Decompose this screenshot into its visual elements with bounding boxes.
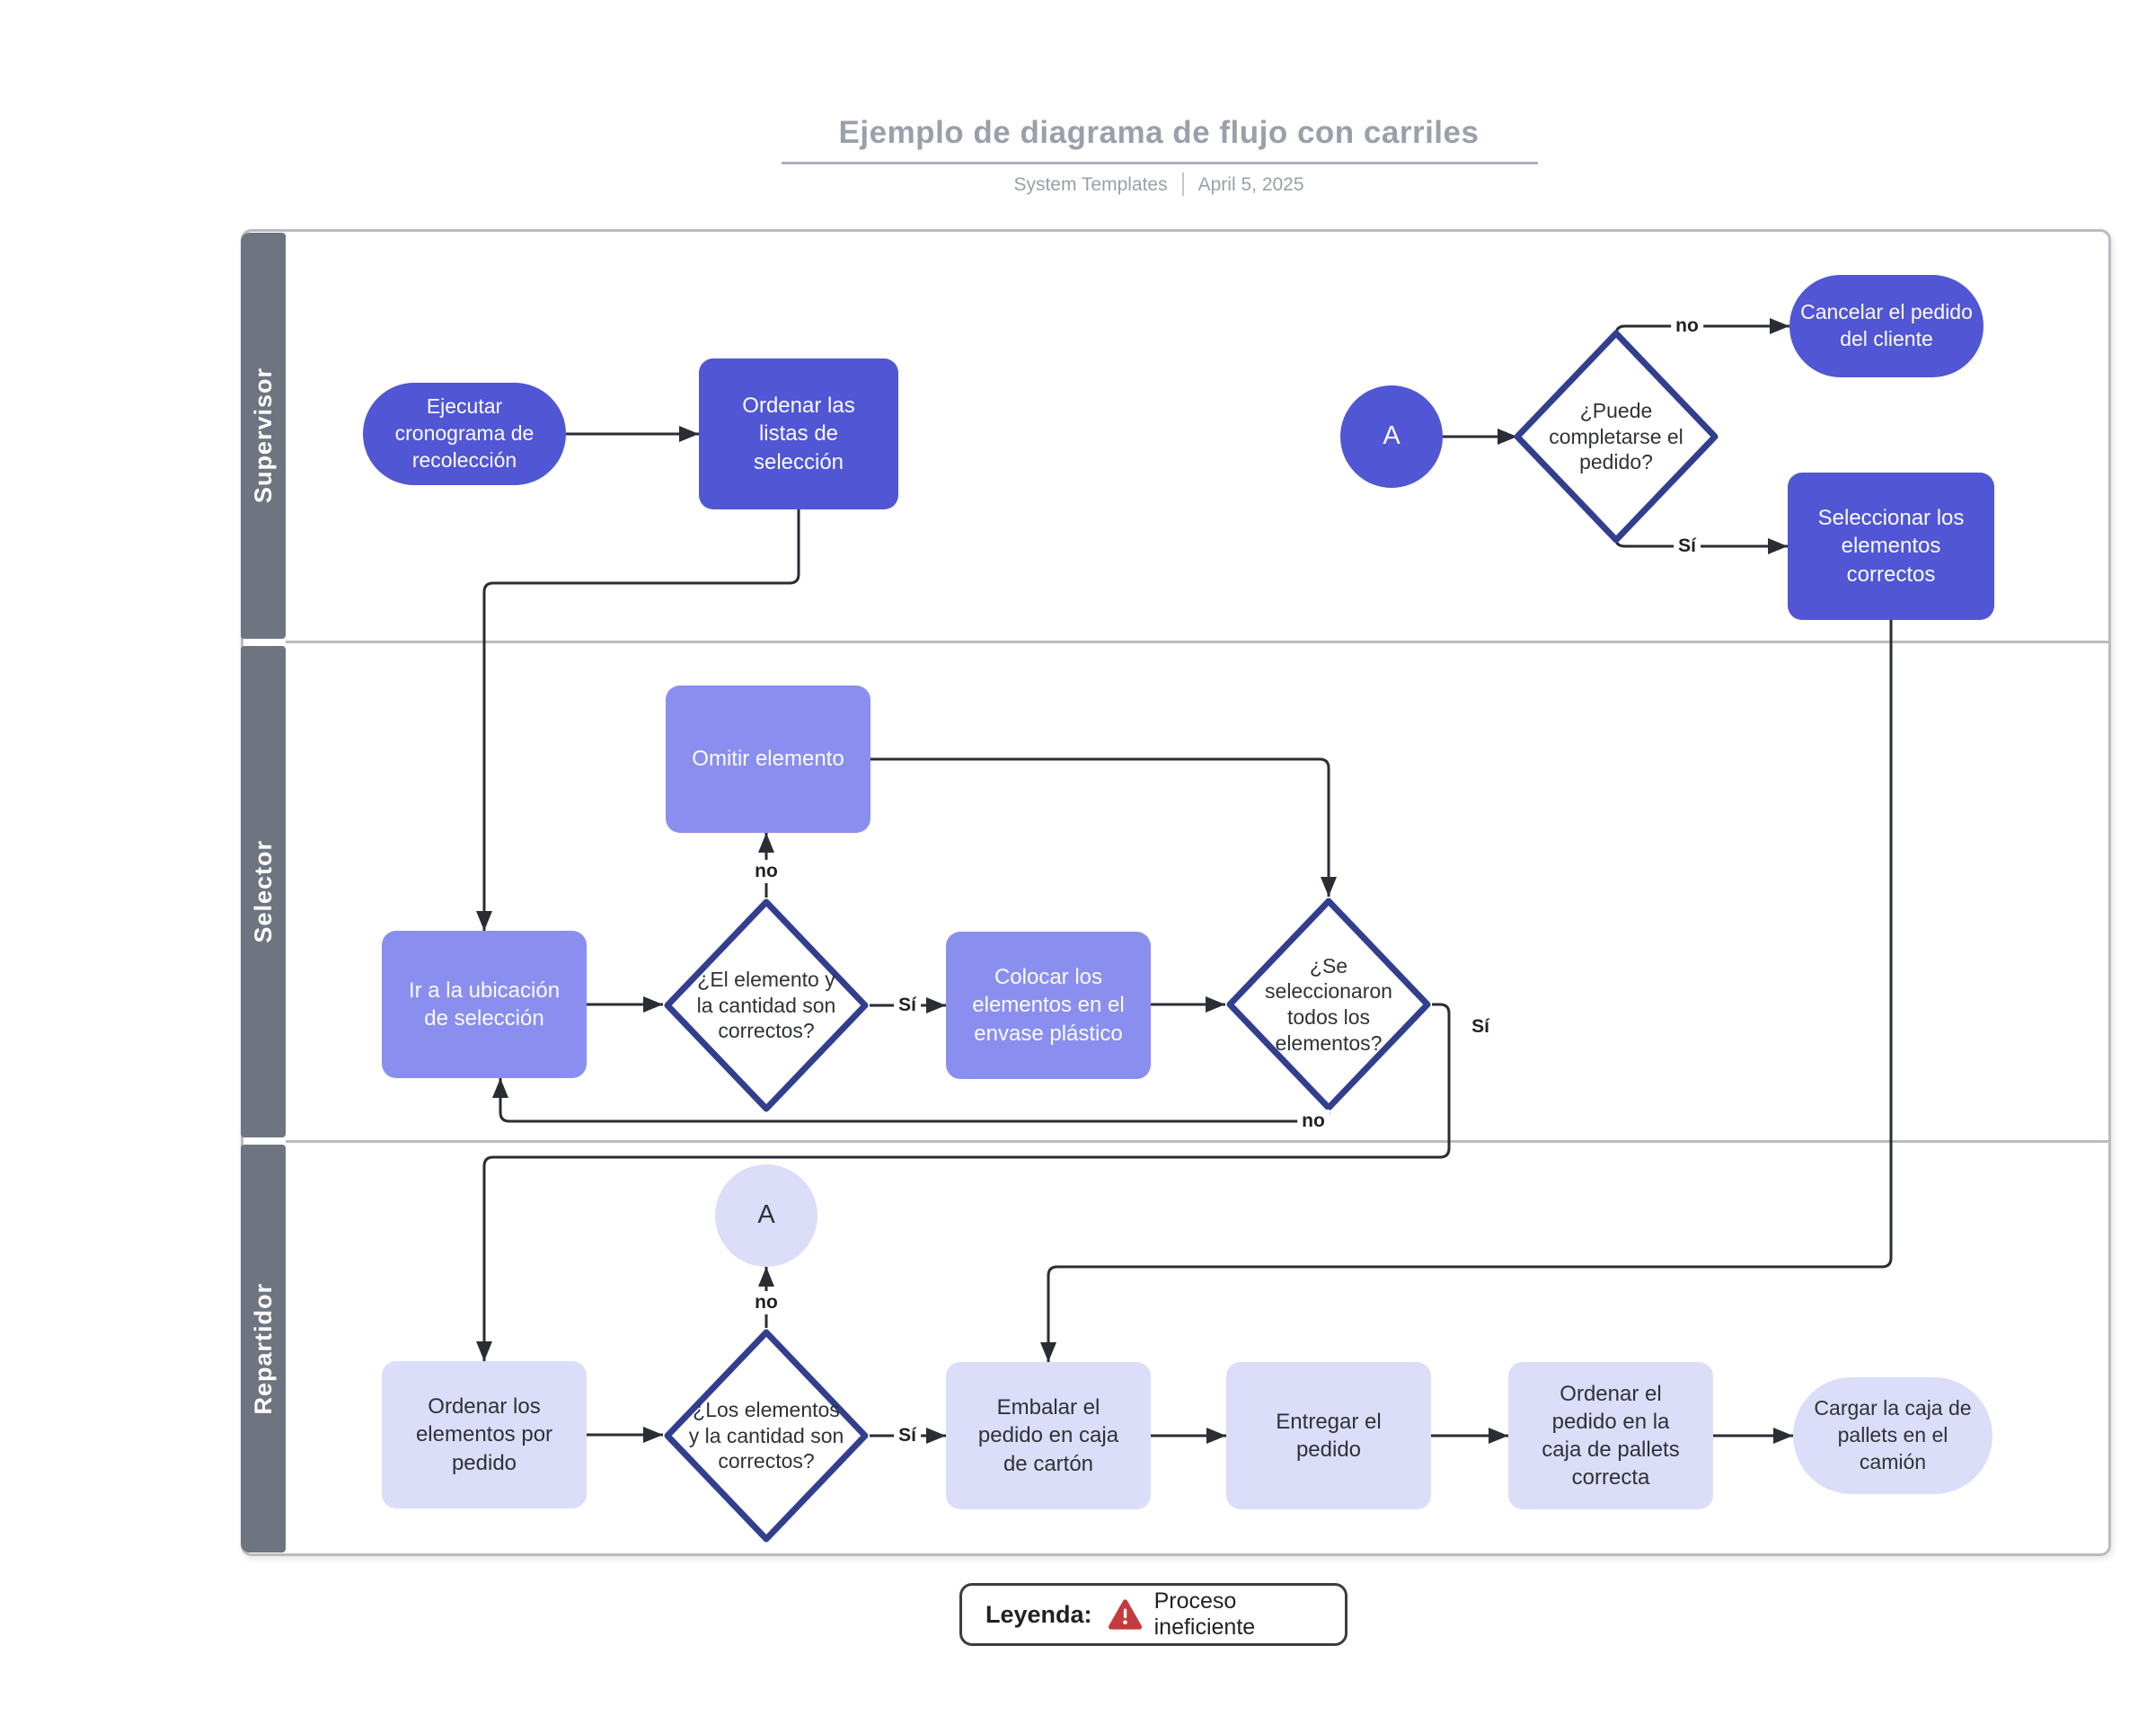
node-omitir-elemento[interactable]: Omitir elemento xyxy=(666,686,870,833)
node-label: Embalar el pedido en caja de cartón xyxy=(977,1395,1119,1476)
diamond-shape xyxy=(1514,330,1719,544)
node-decision-elementos-cantidad[interactable]: ¿Los elementos y la cantidad son correct… xyxy=(663,1328,870,1544)
lane-divider-2 xyxy=(286,1140,2109,1143)
edge-label-elemento-si: Sí xyxy=(894,994,921,1017)
edge-label-puede-no: no xyxy=(1671,314,1703,338)
edge-label-elemento-no: no xyxy=(750,860,782,883)
node-label: Cargar la caja de pallets en el camión xyxy=(1814,1396,1972,1473)
node-ordenar-elementos-pedido[interactable]: Ordenar los elementos por pedido xyxy=(382,1361,587,1508)
lane-label-repartidor: Repartidor xyxy=(249,1282,277,1415)
legend-item-inefficient: Proceso ineficiente xyxy=(1108,1588,1321,1641)
edge-label-elementos-si: Sí xyxy=(894,1424,921,1447)
node-label: A xyxy=(1383,421,1401,451)
subtitle: System Templates April 5, 2025 xyxy=(575,172,1743,196)
node-label: Ordenar los elementos por pedido xyxy=(415,1394,553,1475)
node-label: Ordenar el pedido en la caja de pallets … xyxy=(1542,1381,1680,1491)
node-label: Ejecutar cronograma de recolección xyxy=(394,394,535,472)
node-decision-elemento-cantidad[interactable]: ¿El elemento y la cantidad son correctos… xyxy=(663,898,870,1113)
node-embalar-pedido[interactable]: Embalar el pedido en caja de cartón xyxy=(946,1362,1151,1509)
lane-divider-1 xyxy=(286,641,2109,643)
diamond-shape xyxy=(664,1329,869,1543)
node-label: Ordenar las listas de selección xyxy=(742,394,855,474)
node-ordenar-listas[interactable]: Ordenar las listas de selección xyxy=(699,358,898,509)
diamond-shape xyxy=(664,898,869,1112)
node-label: ¿El elemento y la cantidad son correctos… xyxy=(696,967,836,1043)
lane-label-supervisor: Supervisor xyxy=(249,367,277,504)
node-decision-puede-completarse[interactable]: ¿Puede completarse el pedido? xyxy=(1513,329,1719,544)
diamond-shape xyxy=(1226,898,1431,1111)
node-label: Omitir elemento xyxy=(692,747,844,772)
lane-header-repartidor: Repartidor xyxy=(241,1145,286,1552)
legend-title: Leyenda: xyxy=(985,1600,1092,1628)
lane-header-supervisor: Supervisor xyxy=(241,233,286,639)
node-label: A xyxy=(757,1200,775,1230)
warning-triangle-icon xyxy=(1108,1599,1142,1630)
node-label: ¿Los elementos y la cantidad son correct… xyxy=(688,1397,844,1473)
edge-label-elementos-no: no xyxy=(750,1291,782,1314)
subtitle-separator xyxy=(1181,172,1184,196)
node-seleccionar-elementos[interactable]: Seleccionar los elementos correctos xyxy=(1788,473,1994,620)
node-conector-a-repartidor[interactable]: A xyxy=(715,1164,817,1267)
lane-header-selector: Selector xyxy=(241,646,286,1137)
node-label: Entregar el pedido xyxy=(1276,1409,1382,1462)
legend: Leyenda: Proceso ineficiente xyxy=(959,1583,1348,1646)
node-label: ¿Se seleccionaron todos los elementos? xyxy=(1265,953,1392,1055)
node-ejecutar-cronograma[interactable]: Ejecutar cronograma de recolección xyxy=(363,383,566,485)
node-entregar-pedido[interactable]: Entregar el pedido xyxy=(1226,1362,1431,1509)
node-colocar-elementos[interactable]: Colocar los elementos en el envase plást… xyxy=(946,932,1151,1079)
node-cancelar-pedido[interactable]: Cancelar el pedido del cliente xyxy=(1789,275,1984,377)
edge-label-puede-si: Sí xyxy=(1674,535,1701,558)
node-label: ¿Puede completarse el pedido? xyxy=(1549,398,1683,474)
lane-label-selector: Selector xyxy=(249,840,277,943)
node-decision-se-seleccionaron[interactable]: ¿Se seleccionaron todos los elementos? xyxy=(1225,897,1432,1112)
node-label: Seleccionar los elementos correctos xyxy=(1817,506,1965,587)
subtitle-date: April 5, 2025 xyxy=(1197,174,1304,195)
node-label: Colocar los elementos en el envase plást… xyxy=(972,965,1125,1046)
page-title: Ejemplo de diagrama de flujo con carrile… xyxy=(838,115,1480,150)
node-ir-ubicacion[interactable]: Ir a la ubicación de selección xyxy=(382,931,587,1078)
node-label: Ir a la ubicación de selección xyxy=(408,978,561,1031)
edge-label-seleccionaron-no: no xyxy=(1297,1110,1330,1133)
legend-item-label: Proceso ineficiente xyxy=(1153,1588,1256,1640)
node-label: Cancelar el pedido del cliente xyxy=(1800,300,1973,350)
subtitle-author: System Templates xyxy=(1013,174,1168,195)
node-ordenar-pallets[interactable]: Ordenar el pedido en la caja de pallets … xyxy=(1508,1362,1713,1509)
node-conector-a-supervisor[interactable]: A xyxy=(1340,385,1443,488)
edge-label-seleccionaron-si: Sí xyxy=(1471,1016,1489,1037)
node-cargar-caja[interactable]: Cargar la caja de pallets en el camión xyxy=(1793,1377,1993,1494)
title-underline xyxy=(782,162,1538,164)
